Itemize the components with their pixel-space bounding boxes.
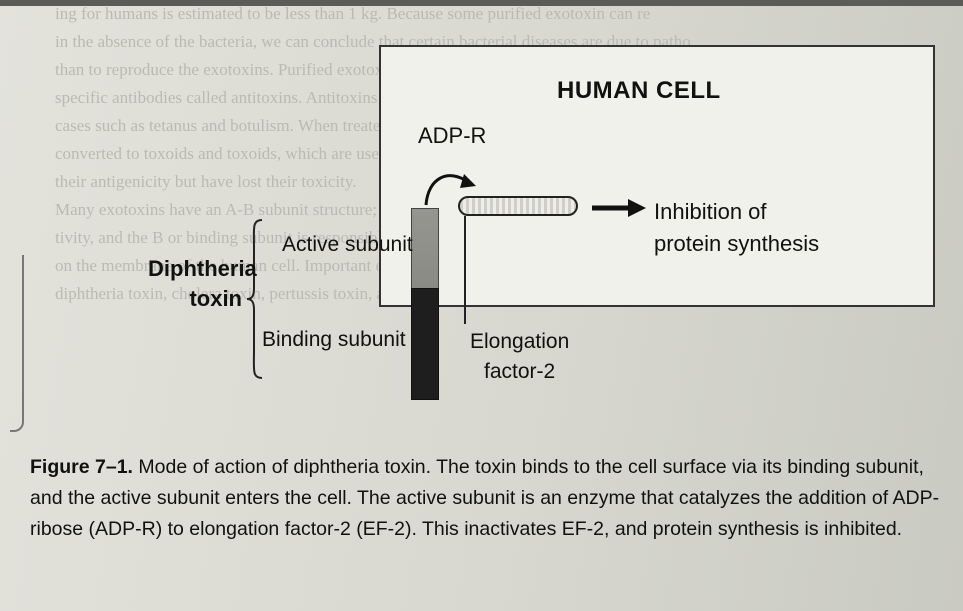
diphtheria-toxin-label: Diphtheria toxin [148,254,257,314]
active-subunit-bar [411,208,439,290]
curved-arrow-icon [424,174,476,206]
adp-ribose-label: ADP-R [418,123,487,148]
caption-line-2: and the active subunit enters the cell. … [30,487,940,509]
elongation-factor-bar [458,196,578,216]
active-subunit-label: Active subunit [282,233,413,256]
binding-subunit-label: Binding subunit [262,328,406,351]
caption-text-1: Mode of action of diphtheria toxin. The … [138,456,924,478]
top-rule [0,0,963,6]
inhibition-line-2: protein synthesis [654,231,820,256]
toxin-label-line-1: Diphtheria [148,256,257,281]
caption-line-3: ribose (ADP-R) to elongation factor-2 (E… [30,518,903,540]
human-cell-box [379,45,935,307]
figure-number: Figure 7–1. [30,456,133,478]
background-text-line: their antigenicity but have lost their t… [55,172,357,191]
caption-line-1: Figure 7–1. Mode of action of diphtheria… [30,452,960,483]
inhibition-line-1: Inhibition of [654,199,767,224]
elongation-line-2: factor-2 [484,360,556,383]
ef2-pointer-line [464,216,466,324]
binding-subunit-bar [411,288,439,400]
toxin-brace-icon [246,219,263,379]
background-text-line: ing for humans is estimated to be less t… [55,4,651,23]
elongation-line-1: Elongation [470,330,570,353]
right-arrow-icon [592,199,646,217]
cell-title: HUMAN CELL [557,77,721,104]
margin-mark [10,255,24,432]
figure-caption: Figure 7–1. Mode of action of diphtheria… [30,452,960,545]
elongation-factor-label: Elongation factor-2 [470,327,569,387]
toxin-label-line-2: toxin [189,286,242,311]
inhibition-label: Inhibition of protein synthesis [654,196,819,260]
